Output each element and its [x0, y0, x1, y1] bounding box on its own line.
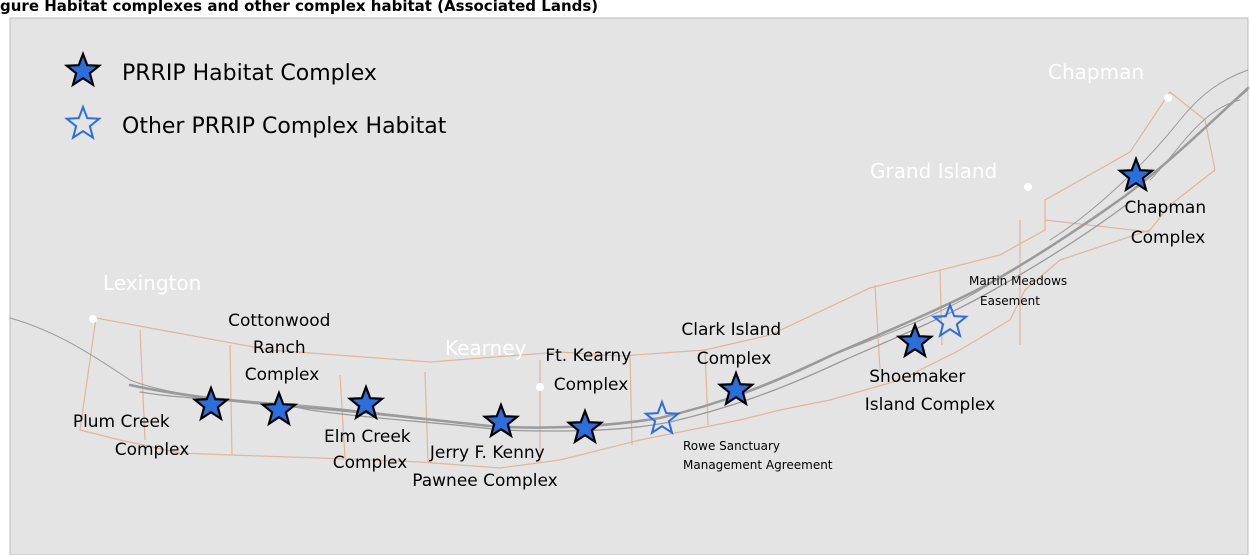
plum-creek-star-icon	[191, 384, 231, 422]
complex-label-line: Complex	[245, 365, 320, 385]
complex-label-martin-meadows: Martin Meadows Easement	[969, 274, 1071, 308]
legend-label-habitat-complex: PRRIP Habitat Complex	[122, 61, 377, 86]
complex-label-line: Elm Creek	[324, 427, 411, 447]
river-channel	[1049, 69, 1249, 241]
complex-label-line: Easement	[980, 294, 1040, 308]
complex-label-line: Jerry F. Kenny	[429, 443, 545, 463]
city-label-chapman: Chapman	[1048, 60, 1144, 84]
elm-creek-star-icon	[346, 383, 386, 421]
complex-label-line: Complex	[1131, 228, 1206, 248]
study-area-outline	[79, 91, 1216, 469]
martin-meadows-star-icon	[931, 302, 969, 339]
clark-island-star-icon	[716, 369, 756, 407]
complex-label-line: Management Agreement	[683, 458, 833, 472]
city-dot-grand-island	[1024, 183, 1032, 191]
complex-label-line: Pawnee Complex	[412, 471, 557, 491]
complex-stars	[191, 155, 1156, 445]
chapman-star-icon	[1116, 155, 1156, 193]
complex-label-line: Complex	[554, 375, 629, 395]
complex-label-cottonwood-ranch: Cottonwood Ranch Complex	[228, 311, 336, 385]
city-dot-lexington	[89, 315, 97, 323]
complex-label-line: Ft. Kearny	[545, 346, 631, 366]
complex-label-chapman: Chapman Complex	[1124, 198, 1211, 248]
city-label-lexington: Lexington	[103, 271, 201, 295]
complex-label-plum-creek: Plum Creek Complex	[73, 412, 189, 460]
parcel-line	[629, 355, 633, 446]
complex-label-rowe-sanctuary: Rowe Sanctuary Management Agreement	[683, 439, 833, 472]
city-labels: Chapman Grand Island Lexington Kearney	[103, 60, 1144, 360]
complex-label-line: Shoemaker	[869, 367, 965, 387]
map-background	[9, 17, 1249, 555]
shoemaker-island-star-icon	[895, 321, 935, 359]
city-markers	[89, 94, 1172, 391]
complex-label-line: Cottonwood	[228, 311, 330, 331]
figure-caption: gure Habitat complexes and other complex…	[0, 0, 598, 15]
complex-label-line: Clark Island	[681, 320, 781, 340]
filled-star-icon	[63, 50, 103, 88]
complex-label-line: Complex	[697, 349, 772, 369]
city-dot-chapman	[1164, 94, 1172, 102]
complex-label-shoemaker-island: Shoemaker Island Complex	[865, 367, 996, 415]
rowe-sanctuary-star-icon	[643, 399, 681, 436]
cottonwood-ranch-star-icon	[259, 389, 299, 427]
complex-label-clark-island: Clark Island Complex	[681, 320, 786, 369]
complex-label-line: Rowe Sanctuary	[683, 439, 780, 453]
complex-label-jerry-f-kenny: Jerry F. Kenny Pawnee Complex	[412, 443, 557, 491]
complex-label-line: Ranch	[253, 338, 306, 358]
complex-label-elm-creek: Elm Creek Complex	[324, 427, 416, 473]
legend-label-other-habitat: Other PRRIP Complex Habitat	[122, 114, 447, 139]
jerry-f-kenny-star-icon	[481, 401, 521, 439]
legend: PRRIP Habitat Complex Other PRRIP Comple…	[63, 50, 447, 141]
complex-label-line: Complex	[333, 453, 408, 473]
city-dot-kearney	[536, 383, 544, 391]
city-label-kearney: Kearney	[445, 336, 527, 360]
outline-star-icon	[64, 104, 102, 141]
complex-label-line: Martin Meadows	[969, 274, 1067, 288]
complex-label-line: Plum Creek	[73, 412, 170, 432]
complex-label-ft-kearny: Ft. Kearny Complex	[545, 346, 636, 395]
parcel-line	[874, 284, 881, 371]
city-label-grand-island: Grand Island	[870, 159, 997, 183]
parcel-line	[424, 371, 429, 463]
ft-kearny-star-icon	[565, 407, 605, 445]
parcel-line	[339, 374, 346, 459]
river-channel	[1149, 99, 1241, 181]
complex-label-line: Chapman	[1124, 198, 1206, 218]
complex-labels: Plum Creek Complex Cottonwood Ranch Comp…	[73, 198, 1211, 491]
complex-label-line: Complex	[115, 440, 190, 460]
complex-label-line: Island Complex	[865, 395, 996, 415]
parcel-line	[139, 329, 146, 441]
